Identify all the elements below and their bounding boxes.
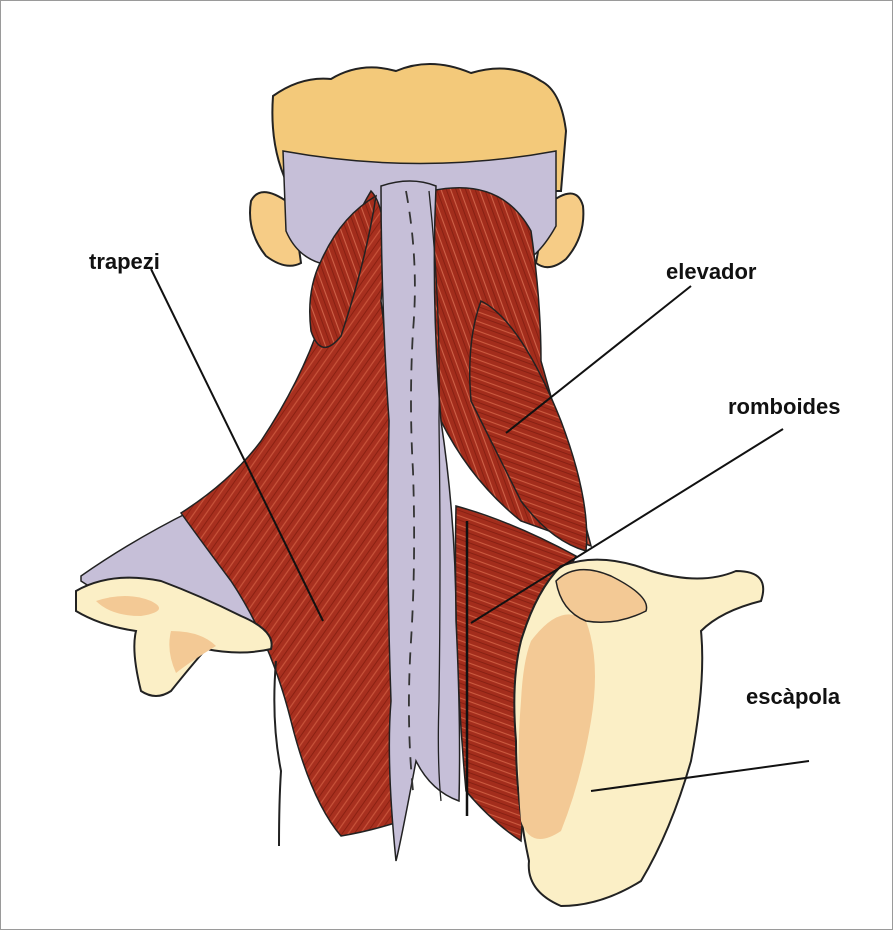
label-elevador: elevador	[666, 259, 757, 284]
label-trapezi: trapezi	[89, 249, 160, 274]
label-escapola: escàpola	[746, 684, 841, 709]
trapezius	[181, 191, 408, 836]
label-romboides: romboides	[728, 394, 840, 419]
torso-left-outline	[274, 661, 281, 846]
